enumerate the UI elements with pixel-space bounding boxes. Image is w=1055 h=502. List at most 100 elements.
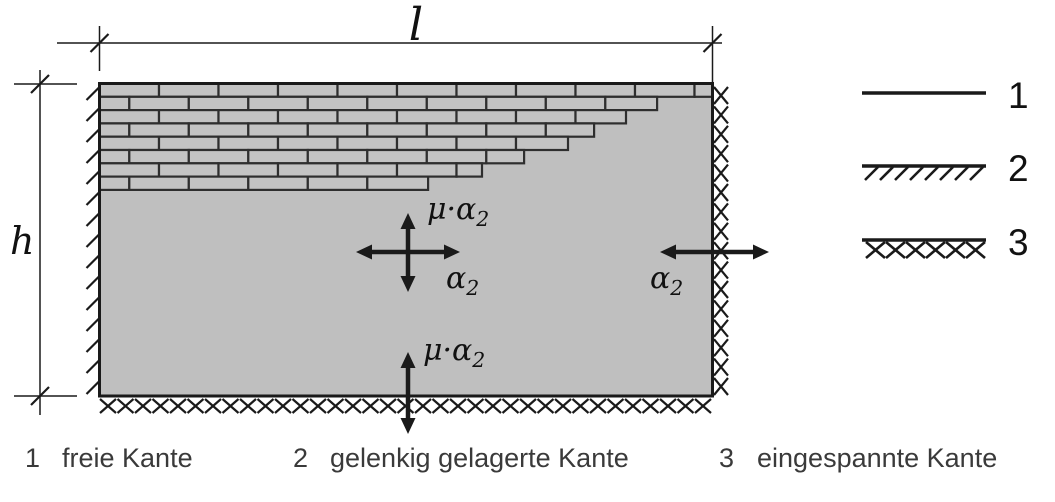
hatch-mark: [909, 166, 924, 181]
brick: [514, 135, 570, 152]
cross-mark: [713, 260, 729, 280]
hatch-mark: [85, 359, 101, 374]
brick: [544, 122, 596, 138]
legend-item-free-edge: 1: [862, 75, 1029, 116]
cross-mark: [256, 398, 275, 414]
brick: [276, 108, 339, 125]
cross-mark: [309, 398, 327, 414]
cross-mark: [694, 398, 712, 414]
arrowhead-right: [753, 244, 769, 260]
arrowhead-up: [400, 213, 416, 229]
load-arrow-bottom-edge: [400, 352, 416, 434]
brick: [306, 175, 369, 192]
brick: [247, 175, 309, 192]
brick: [455, 108, 518, 125]
brick: [247, 95, 309, 112]
cross-mark: [466, 398, 485, 414]
legend-hatch-marks: [864, 166, 984, 181]
cross-mark: [659, 398, 677, 414]
right-edge-hatching: [713, 86, 729, 396]
cross-mark: [414, 398, 432, 414]
brick: [455, 82, 518, 98]
brick: [366, 175, 430, 192]
cross-mark: [676, 398, 695, 414]
brick: [395, 135, 458, 152]
cross-mark: [361, 398, 380, 414]
dimension-length: l: [57, 0, 723, 83]
cross-mark: [713, 222, 729, 241]
brick: [247, 122, 309, 138]
label-alpha2-right: α2: [650, 261, 683, 300]
cross-mark: [134, 398, 152, 414]
hatch-mark: [894, 166, 909, 181]
cross-mark: [186, 398, 205, 414]
brick-pattern: [98, 82, 714, 192]
cross-mark: [713, 183, 729, 202]
brick: [276, 82, 339, 98]
hatch-mark: [954, 166, 969, 181]
cross-mark: [239, 398, 257, 414]
brick: [128, 175, 190, 192]
hatch-mark: [864, 166, 879, 181]
hatch-mark: [969, 166, 984, 181]
brick: [693, 82, 714, 98]
cross-mark: [554, 398, 572, 414]
label-mu-alpha2-bottom: μ·α2: [423, 333, 485, 372]
brick: [336, 135, 399, 152]
arrowhead-up: [400, 352, 416, 368]
brick: [425, 122, 488, 138]
hatch-mark: [85, 380, 101, 395]
hatch-mark: [85, 86, 101, 101]
dimension-tick: [30, 74, 50, 94]
cross-mark: [713, 144, 729, 163]
cross-mark: [945, 241, 966, 259]
brick: [425, 95, 488, 112]
hatch-mark: [85, 317, 101, 332]
brick: [187, 148, 250, 165]
brick: [306, 122, 369, 138]
brick: [366, 95, 428, 112]
label-alpha2-center: α2: [446, 261, 479, 300]
brick: [395, 108, 458, 125]
left-edge-hatching: [85, 86, 101, 395]
legend-item-fixed-edge: 3: [862, 222, 1029, 263]
caption-label: gelenkig gelagerte Kante: [330, 443, 629, 473]
brick: [514, 108, 577, 125]
arrowhead-left: [356, 244, 372, 260]
cross-mark: [99, 398, 117, 414]
brick: [98, 135, 161, 152]
caption: 1 freie Kante 2 gelenkig gelagerte Kante…: [25, 443, 997, 473]
brick: [98, 108, 161, 125]
brick: [276, 162, 339, 178]
cross-mark: [713, 280, 729, 299]
cross-mark: [713, 338, 729, 357]
dimension-height: h: [10, 70, 77, 415]
hatch-mark: [85, 107, 101, 122]
cross-mark: [713, 202, 729, 222]
hatch-mark: [85, 233, 101, 248]
caption-number: 1: [25, 443, 40, 473]
arrowhead-left: [660, 244, 676, 260]
load-arrow-cross-center: [356, 213, 460, 292]
brick: [157, 135, 220, 152]
brick: [306, 148, 369, 165]
label-mu-alpha2-center: μ·α2: [427, 192, 489, 231]
cross-mark: [221, 398, 240, 414]
cross-mark: [501, 398, 520, 414]
hatch-mark: [939, 166, 954, 181]
brick: [485, 95, 547, 112]
legend-number: 1: [1008, 75, 1029, 116]
brick: [217, 135, 280, 152]
cross-mark: [431, 398, 450, 414]
cross-mark: [379, 398, 397, 414]
cross-mark: [624, 398, 642, 414]
cross-mark: [965, 241, 986, 259]
brick: [98, 82, 161, 98]
cross-mark: [449, 398, 467, 414]
brick: [336, 108, 399, 125]
brick: [604, 95, 659, 112]
brick: [187, 95, 250, 112]
brick: [217, 82, 280, 98]
hatch-mark: [85, 128, 101, 143]
